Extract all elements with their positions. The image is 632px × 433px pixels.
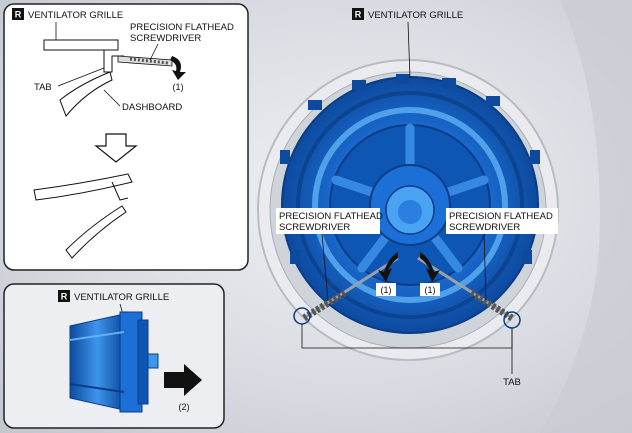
left-tool-label-line1: PRECISION FLATHEAD <box>279 211 383 222</box>
rotate-arrow-inset-icon <box>170 56 186 80</box>
rotate-arrow-right-icon <box>420 252 440 282</box>
ventilator-grille-part <box>280 74 540 334</box>
inset-tool-label-line1: PRECISION FLATHEAD <box>130 22 234 33</box>
r-tag-inset-bottom: R <box>61 292 68 302</box>
r-tag-main-text: R <box>355 10 362 20</box>
dashboard-released-shape <box>65 205 127 259</box>
r-tag-main <box>352 8 364 20</box>
right-tool-label-line2: SCREWDRIVER <box>449 222 520 233</box>
step-1-left-label: (1) <box>381 285 392 295</box>
step-1-right-label: (1) <box>425 285 436 295</box>
rotate-arrow-left-icon <box>378 252 398 282</box>
tab-label-main: TAB <box>503 377 521 388</box>
inset-tab-label: TAB <box>34 82 52 93</box>
inset-dashboard-label: DASHBOARD <box>122 102 182 113</box>
r-tag-inset-top: R <box>15 10 22 20</box>
inset-bottom-title: VENTILATOR GRILLE <box>74 292 169 303</box>
pull-arrow-icon <box>164 364 202 396</box>
inset-top-title: VENTILATOR GRILLE <box>28 10 123 21</box>
inset-bottom: R VENTILATOR GRILLE (2) <box>3 283 225 429</box>
inset-tool-label-line2: SCREWDRIVER <box>130 33 201 44</box>
right-tool-label-line1: PRECISION FLATHEAD <box>449 211 553 222</box>
inset-top-step: (1) <box>173 82 184 92</box>
grille-released-shape <box>33 173 133 201</box>
down-arrow-icon <box>94 133 138 163</box>
grille-side-view <box>69 311 159 413</box>
inset-bottom-step: (2) <box>179 402 190 412</box>
grille-edge-shape <box>43 39 119 51</box>
left-tool-label-line2: SCREWDRIVER <box>279 222 350 233</box>
inset-top: R VENTILATOR GRILLE (1) PRECISION FLATHE… <box>3 3 249 271</box>
dashboard-right-contour <box>540 0 632 433</box>
dashboard-shape <box>59 71 113 117</box>
main-title: VENTILATOR GRILLE <box>368 10 463 21</box>
